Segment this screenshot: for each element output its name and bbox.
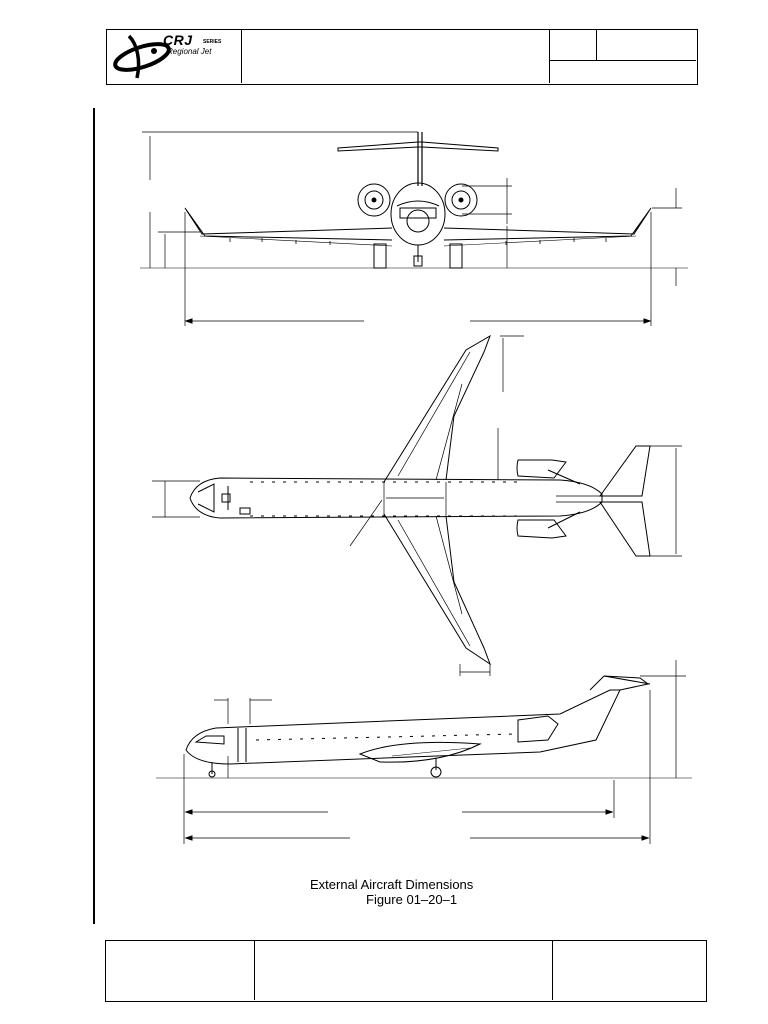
footer-cell-right [552,941,705,1000]
logo-series-text: SERIES [203,39,222,45]
figure-title: External Aircraft Dimensions [310,877,474,892]
footer-cell-middle [254,941,553,1000]
crj-logo: CRJ SERIES Regional Jet [107,30,242,83]
top-view [152,334,682,676]
front-view [140,131,688,326]
revision-margin-bar [93,108,95,924]
figure-number: Figure 01–20–1 [366,892,458,907]
side-view [156,660,692,844]
page-footer-table [105,940,707,1002]
swoosh-logo-icon [113,34,171,79]
logo-brand-text: CRJ [163,32,193,48]
footer-cell-left [106,941,255,1000]
logo-subtitle-text: Regional Jet [167,47,212,56]
header-cell-2 [597,30,696,61]
page-header-table: CRJ SERIES Regional Jet [106,29,698,85]
header-cell-1 [549,30,597,61]
header-title-cell [241,30,550,83]
